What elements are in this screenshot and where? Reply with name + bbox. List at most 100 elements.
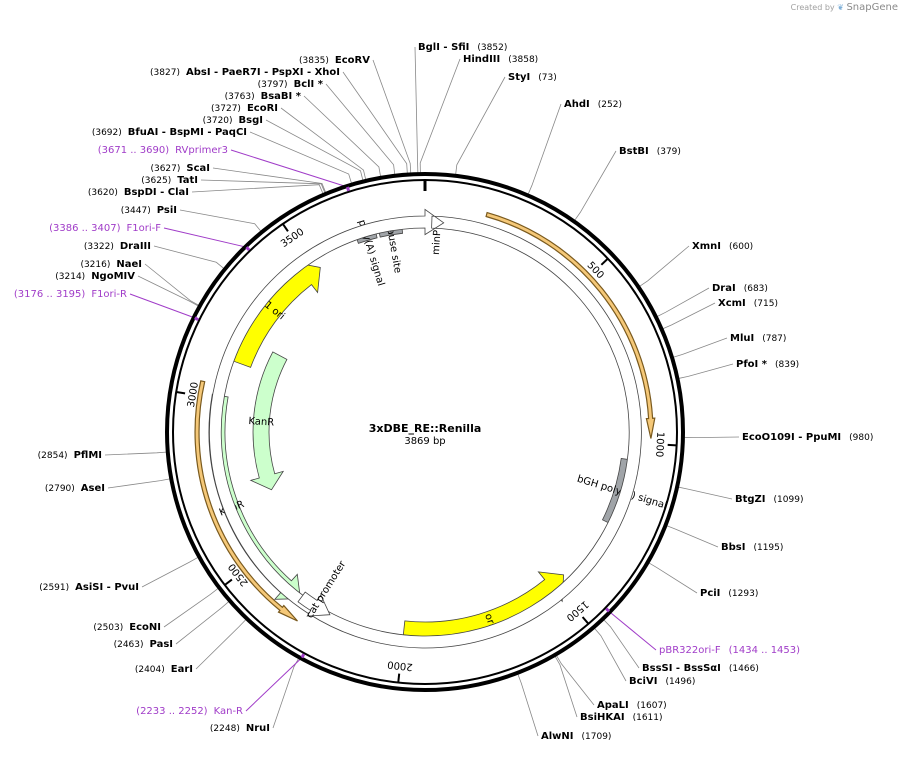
site-bspdi[interactable]: (3620)BspDI - ClaI (88, 187, 189, 198)
site-bsssi[interactable]: BssSI - BssSαI(1466) (642, 663, 759, 674)
site-bstbi[interactable]: BstBI(379) (619, 146, 681, 157)
site-pasi[interactable]: (2463)PasI (114, 639, 173, 650)
primer-name: RVprimer3 (175, 145, 228, 156)
site-tati[interactable]: (3625) TatI (141, 175, 198, 186)
primer-name: F1ori-F (127, 223, 162, 234)
site-bsgi[interactable]: (3720)BsgI (203, 115, 263, 126)
site-name: MluI (730, 333, 754, 344)
site-mlui[interactable]: MluI(787) (730, 333, 786, 344)
site-drai[interactable]: DraI(683) (712, 283, 768, 294)
site-bsihkai[interactable]: BsiHKAI(1611) (580, 712, 663, 723)
tick-mark (583, 617, 589, 624)
site-absi[interactable]: (3827)AbsI - PaeR7I - PspXI - XhoI (150, 67, 340, 78)
snapgene-brand: SnapGene (846, 2, 898, 13)
site-name-2: BssSαI (684, 663, 721, 674)
primer-f1ori-f[interactable]: (3386 .. 3407)F1ori-F (49, 223, 161, 234)
site-separator: - (158, 127, 169, 138)
site-apali[interactable]: ApaLI(1607) (597, 700, 667, 711)
site-xcmi[interactable]: XcmI(715) (718, 298, 778, 309)
site-pcii[interactable]: PciI(1293) (700, 588, 758, 599)
site-name: HindIII (463, 54, 500, 65)
site-bfuai[interactable]: (3692)BfuAI - BspMI - PaqCI (92, 127, 247, 138)
site-ngomiv[interactable]: (3214)NgoMIV (55, 271, 135, 282)
site-position: (3727) (211, 104, 241, 114)
site-ecoo109i[interactable]: EcoO109I - PpuMI(980) (742, 432, 873, 443)
site-leader (517, 673, 538, 736)
site-leader (304, 96, 381, 178)
site-ecorv[interactable]: (3835)EcoRV (299, 55, 370, 66)
site-separator: - (672, 663, 683, 674)
site-leader (648, 562, 697, 593)
site-leader (343, 72, 407, 175)
site-name-2: PaeR7I - PspXI - XhoI (222, 67, 340, 78)
site-hindiii[interactable]: HindIII(3858) (463, 54, 538, 65)
site-name: BsiHKAI (580, 712, 625, 723)
site-name: BglI (418, 42, 440, 53)
site-name: EcoRV (335, 55, 370, 66)
primer-kan-r[interactable]: (2233 .. 2252)Kan-R (136, 706, 243, 717)
site-name: EcoO109I (742, 432, 795, 443)
site-position: (3625) (141, 176, 171, 186)
site-bsabi[interactable]: (3763)BsaBI * (225, 91, 302, 102)
site-name: NruI (246, 723, 270, 734)
site-btgzi[interactable]: BtgZI(1099) (735, 494, 803, 505)
feature-label-kanr_inner: KanR (248, 416, 274, 429)
site-name: BbsI (721, 542, 745, 553)
site-leader (639, 246, 690, 287)
site-pflmi[interactable]: (2854)PflMI (38, 450, 102, 461)
site-leader (373, 60, 411, 174)
site-psii[interactable]: (3447)PsiI (121, 205, 177, 216)
site-leader (415, 47, 418, 174)
site-draiii[interactable]: (3322)DraIII (84, 241, 151, 252)
site-leader (683, 437, 739, 438)
site-separator: - (440, 42, 451, 53)
site-leader (105, 452, 168, 455)
site-position: (2790) (45, 484, 75, 494)
site-nrui[interactable]: (2248)NruI (210, 723, 270, 734)
site-position: (2503) (93, 623, 123, 633)
site-alwni[interactable]: AlwNI(1709) (541, 731, 611, 742)
site-position: (2463) (114, 640, 144, 650)
site-name: XmnI (692, 241, 721, 252)
site-position: (1709) (582, 732, 612, 742)
site-ecori[interactable]: (3727)EcoRI (211, 103, 278, 114)
site-position: (2404) (135, 665, 165, 675)
primer-name: pBR322ori-F (659, 645, 721, 656)
site-position: (3322) (84, 242, 114, 252)
site-naei[interactable]: (3216)NaeI (80, 259, 142, 270)
site-xmni[interactable]: XmnI(600) (692, 241, 753, 252)
tick-label: 3500 (279, 227, 306, 250)
site-name: TatI (177, 175, 198, 186)
site-styi[interactable]: StyI(73) (508, 72, 557, 83)
site-leader (594, 627, 626, 681)
site-position: (839) (775, 360, 799, 370)
site-name-2: PvuI (114, 582, 139, 593)
site-ahdi[interactable]: AhdI(252) (564, 99, 622, 110)
site-pfoi[interactable]: PfoI *(839) (736, 359, 799, 370)
site-leader (201, 180, 325, 194)
plasmid-name: 3xDBE_RE::Renilla (369, 422, 482, 435)
snapgene-credit[interactable]: Created by ❦ SnapGene (791, 2, 898, 13)
site-bcli[interactable]: (3797)BclI * (258, 79, 324, 90)
site-name: BstBI (619, 146, 649, 157)
site-eari[interactable]: (2404)EarI (135, 664, 193, 675)
site-bcivi[interactable]: BciVI(1496) (629, 676, 695, 687)
primer-pbr322ori-f[interactable]: pBR322ori-F(1434 .. 1453) (659, 645, 800, 656)
site-scai[interactable]: (3627)ScaI (150, 163, 210, 174)
site-leader (164, 588, 219, 627)
primer-name: Kan-R (214, 706, 243, 717)
site-bbsi[interactable]: BbsI(1195) (721, 542, 783, 553)
site-name: DraI (712, 283, 736, 294)
site-asei[interactable]: (2790)AseI (45, 483, 105, 494)
site-econi[interactable]: (2503)EcoNI (93, 622, 161, 633)
tick-mark (398, 674, 399, 683)
site-leader (192, 185, 324, 195)
tick-label: 1500 (564, 598, 591, 623)
site-bgli[interactable]: BglI - SfiI(3852) (418, 42, 507, 53)
site-asisi[interactable]: (2591)AsiSI - PvuI (39, 582, 139, 593)
tick-mark (601, 259, 608, 265)
tick-mark (176, 392, 185, 393)
primer-f1ori-r[interactable]: (3176 .. 3195)F1ori-R (14, 289, 127, 300)
primer-rvprimer3[interactable]: (3671 .. 3690)RVprimer3 (98, 145, 228, 156)
